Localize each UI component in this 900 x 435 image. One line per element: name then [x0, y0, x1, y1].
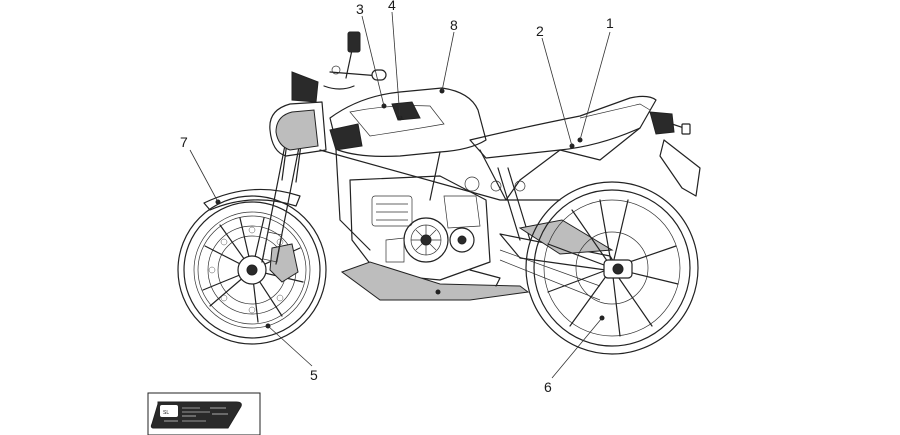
mirror-and-handlebar: [323, 31, 387, 90]
fuel-tank: [329, 87, 487, 157]
leader-lines: [189, 11, 611, 379]
callout-8: 8: [450, 17, 458, 33]
decal-logo-text: SL: [163, 410, 169, 416]
callout-1: 1: [606, 15, 614, 31]
callout-3: 3: [356, 1, 364, 17]
frame-and-engine: [319, 149, 561, 301]
front-fender: [203, 188, 301, 211]
callout-6: 6: [544, 379, 552, 395]
decal-inset: SL: [147, 392, 261, 435]
headlight: [269, 71, 327, 157]
callout-2: 2: [536, 23, 544, 39]
front-wheel: [177, 195, 327, 345]
callout-4: 4: [388, 0, 396, 13]
rear-wheel: [525, 181, 699, 355]
callout-5: 5: [310, 367, 318, 383]
callout-7: 7: [180, 134, 188, 150]
seat-and-tail: [469, 95, 701, 197]
